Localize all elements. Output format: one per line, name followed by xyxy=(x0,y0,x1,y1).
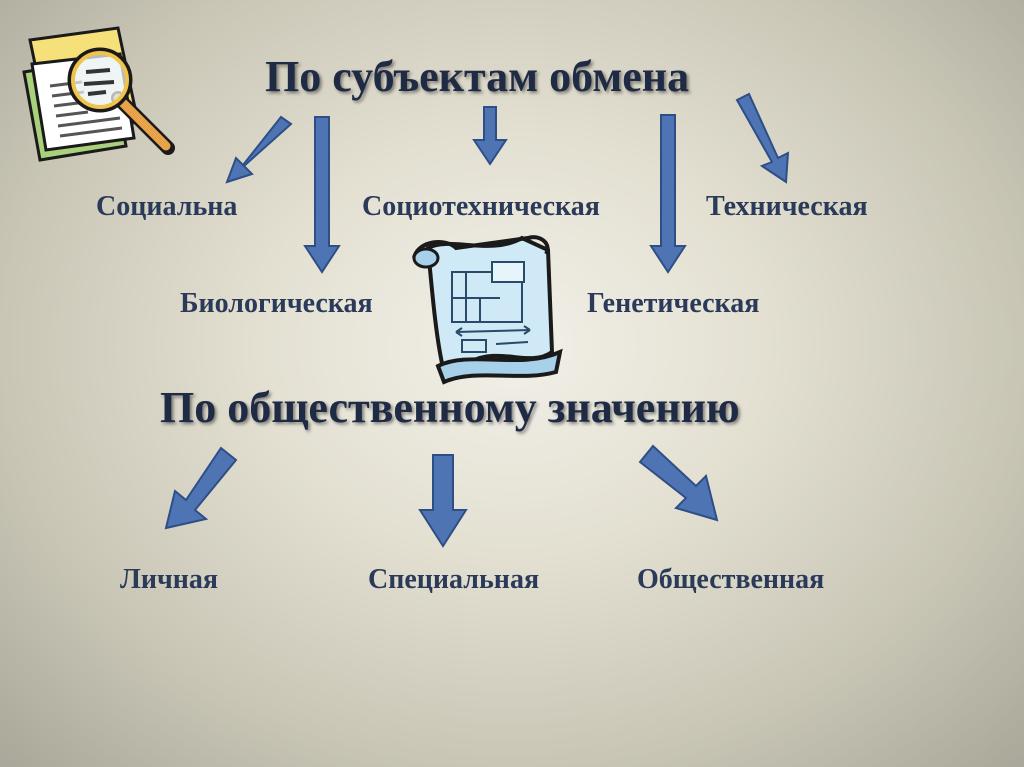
term-biological: Биологическая xyxy=(180,288,373,319)
term-technical: Техническая xyxy=(706,191,868,222)
arrow-to-genetic xyxy=(649,114,687,274)
arrow-to-technical xyxy=(735,92,790,184)
term-personal: Личная xyxy=(120,564,219,595)
term-special: Специальная xyxy=(368,564,540,595)
heading-social-value: По общественному значению xyxy=(160,383,740,432)
term-social: Социальна xyxy=(96,191,238,222)
magnifier-document-icon xyxy=(22,26,175,162)
arrow-to-sociotechnical xyxy=(472,106,508,166)
arrow-to-personal xyxy=(164,446,238,530)
arrow-to-public xyxy=(638,444,719,522)
term-genetic: Генетическая xyxy=(587,288,760,319)
scroll-blueprint-icon xyxy=(412,235,563,385)
term-sociotechnical: Социотехническая xyxy=(362,191,600,222)
arrow-to-special xyxy=(418,454,468,548)
arrow-to-social xyxy=(225,115,293,184)
term-public: Общественная xyxy=(637,564,825,595)
arrow-to-biological xyxy=(303,116,341,274)
heading-subjects: По субъектам обмена xyxy=(265,52,690,101)
